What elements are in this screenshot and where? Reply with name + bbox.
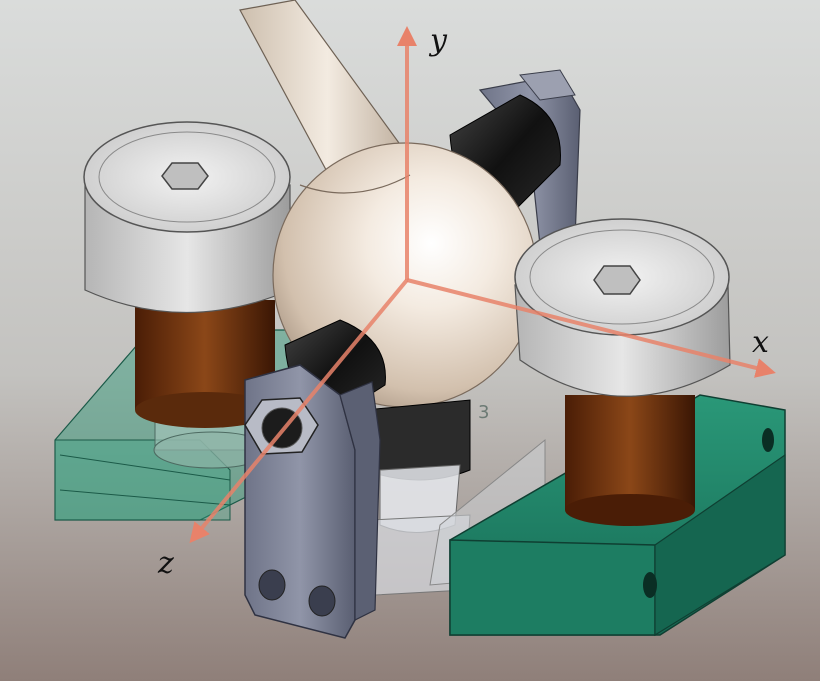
block-hole	[762, 428, 774, 452]
y-axis-label: y	[428, 23, 448, 58]
front-bracket	[244, 319, 386, 639]
z-axis-label: z	[157, 546, 174, 581]
left-roller	[83, 121, 291, 469]
coordinate-axes: y x z	[157, 23, 776, 581]
bracket-hole	[308, 585, 336, 617]
rear-bracket	[449, 69, 581, 246]
block-hole	[643, 572, 657, 598]
z-axis-arrow	[189, 278, 409, 544]
block-marking: 3	[478, 402, 489, 423]
x-axis-arrow	[406, 278, 776, 378]
right-roller	[514, 218, 731, 526]
bracket-hole	[258, 569, 286, 601]
x-axis-label: x	[752, 325, 769, 360]
